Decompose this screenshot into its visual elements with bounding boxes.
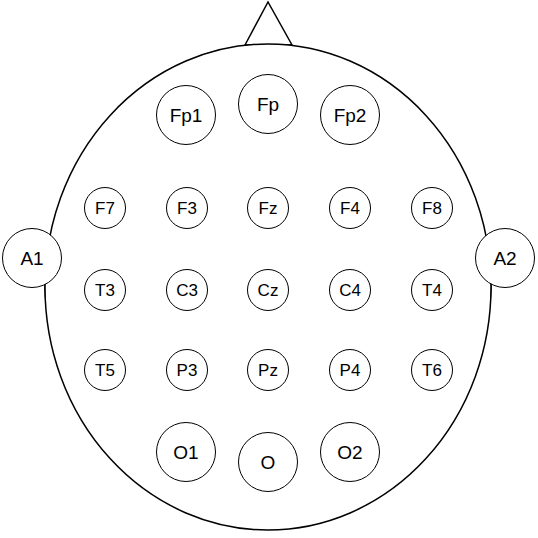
electrode-label: O1 xyxy=(173,443,198,462)
electrode-label: F7 xyxy=(95,200,115,217)
electrode-circle: P3 xyxy=(166,349,208,391)
electrode-circle: O2 xyxy=(320,422,380,482)
electrode-label: T6 xyxy=(422,362,442,379)
electrode-circle: T3 xyxy=(84,269,126,311)
electrode-circle: F8 xyxy=(411,187,453,229)
electrode-circle: O xyxy=(238,432,298,492)
electrode-label: Fp1 xyxy=(170,106,203,125)
electrode-label: T3 xyxy=(95,282,115,299)
electrode-label: Cz xyxy=(258,282,279,299)
electrode-circle: F4 xyxy=(329,187,371,229)
electrode-label: T4 xyxy=(422,282,442,299)
electrode-label: Pz xyxy=(258,362,278,379)
electrode-circle: C3 xyxy=(166,269,208,311)
electrode-circle: F7 xyxy=(84,187,126,229)
electrode-circle: Fp2 xyxy=(320,85,380,145)
nose xyxy=(245,2,292,45)
electrode-label: C3 xyxy=(176,282,198,299)
electrode-circle: Fz xyxy=(247,187,289,229)
electrode-label: A2 xyxy=(493,249,516,268)
electrode-label: A1 xyxy=(20,249,43,268)
electrode-circle: O1 xyxy=(156,422,216,482)
electrode-circle: A2 xyxy=(475,228,535,288)
electrode-label: F3 xyxy=(177,200,197,217)
electrode-circle: F3 xyxy=(166,187,208,229)
electrode-circle: T5 xyxy=(84,349,126,391)
electrode-circle: A1 xyxy=(2,228,62,288)
electrode-circle: P4 xyxy=(329,349,371,391)
head-ellipse xyxy=(45,44,491,530)
electrode-circle: Pz xyxy=(247,349,289,391)
electrode-circle: Fp1 xyxy=(156,85,216,145)
electrode-label: P3 xyxy=(177,362,198,379)
electrode-label: P4 xyxy=(340,362,361,379)
electrode-label: Fp xyxy=(257,95,279,114)
electrode-label: T5 xyxy=(95,362,115,379)
electrode-label: Fz xyxy=(259,200,278,217)
electrode-circle: Fp xyxy=(238,74,298,134)
electrode-label: O2 xyxy=(337,443,362,462)
electrode-circle: T4 xyxy=(411,269,453,311)
electrode-circle: C4 xyxy=(329,269,371,311)
electrode-label: F4 xyxy=(340,200,360,217)
electrode-circle: T6 xyxy=(411,349,453,391)
electrode-label: C4 xyxy=(339,282,361,299)
electrode-label: F8 xyxy=(422,200,442,217)
electrode-circle: Cz xyxy=(247,269,289,311)
electrode-label: O xyxy=(261,453,276,472)
electrode-label: Fp2 xyxy=(334,106,367,125)
